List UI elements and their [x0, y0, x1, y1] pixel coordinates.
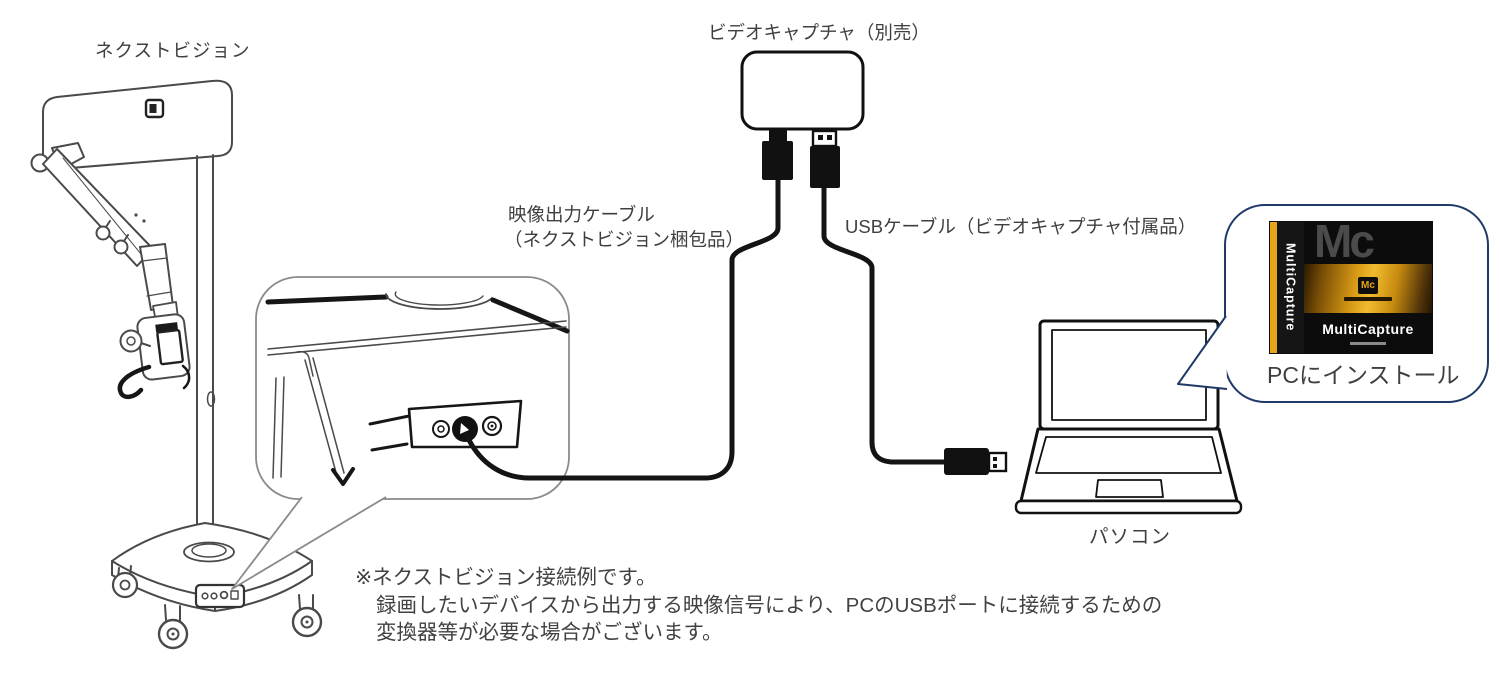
software-box-face: Mc Mc MultiCapture [1304, 222, 1432, 353]
camera-handle [117, 364, 152, 400]
usb-plug-to-pc [944, 448, 1008, 475]
arm-forearm [139, 243, 174, 311]
arm-knob-2 [113, 239, 129, 255]
software-box-spine-text: MultiCapture [1283, 243, 1298, 332]
lens-stem [140, 342, 151, 347]
laptop-bottom-strip [1014, 499, 1243, 515]
camera-screen [156, 328, 184, 366]
footnote-line3: 変換器等が必要な場合がございます。 [376, 621, 723, 644]
software-badge-caption-bar [1344, 296, 1392, 301]
laptop-keyboard [1035, 436, 1222, 474]
video-output-cable [463, 176, 781, 481]
laptop-trackpad [1095, 479, 1164, 498]
device-label: ネクストビジョン [95, 40, 251, 61]
laptop-screen-inner [1051, 329, 1207, 421]
install-on-pc-label: PCにインストール [1267, 362, 1460, 388]
usb-plug-top-body [810, 146, 840, 188]
install-callout-tail [1177, 315, 1228, 390]
arm-upper-highlight [62, 157, 146, 260]
software-box-title: MultiCapture [1322, 321, 1414, 337]
software-box: MultiCapture Mc Mc MultiCapture [1270, 222, 1432, 353]
base-caster-front-right [291, 594, 323, 638]
video-cable-label-line1: 映像出力ケーブル [508, 204, 655, 225]
video-plug-body [762, 141, 793, 180]
magnifier-callout-tail [231, 496, 387, 590]
video-capture-device-drawing [740, 50, 865, 188]
device-pole [196, 154, 214, 546]
arm-upper [42, 148, 154, 267]
magnifier-content [265, 291, 570, 486]
software-logo-badge: Mc [1358, 276, 1378, 294]
base-connector-panel [194, 583, 246, 609]
camera-hook [181, 364, 191, 390]
camera-lens-knob [119, 329, 143, 353]
video-plug-tip [769, 129, 787, 142]
arm-screw-1 [134, 213, 138, 217]
arm-knob-1 [95, 225, 111, 241]
arm-joint-lines [141, 257, 172, 297]
software-box-band: Mc [1304, 264, 1432, 313]
software-box-fineprint-bar [1350, 342, 1386, 345]
pole-screw [206, 391, 216, 407]
arm-screw-2 [142, 219, 146, 223]
nextvision-device-drawing [30, 79, 323, 650]
base-caster-back-left [111, 565, 139, 599]
video-capture-box [740, 50, 865, 131]
footnote-line2: 録画したいデバイスから出力する映像信号により、PCのUSBポートに接続するための [376, 593, 1163, 617]
base-caster-front-left [157, 604, 189, 650]
magnified-port-1 [432, 420, 450, 438]
pole-collar-inner [191, 543, 227, 558]
magnified-port-3 [481, 415, 503, 437]
software-box-yellow-stripe [1270, 222, 1277, 353]
video-cable-label-line2: （ネクストビジョン梱包品） [504, 229, 744, 250]
usb-plug-top-tip [811, 129, 838, 148]
footnote: ※ネクストビジョン接続例です。 録画したいデバイスから出力する映像信号により、P… [355, 564, 1162, 647]
magnifier-callout [231, 276, 570, 590]
device-top-bar [42, 79, 233, 171]
software-box-spine: MultiCapture [1277, 222, 1304, 353]
software-box-watermark: Mc [1314, 222, 1375, 267]
usb-cable-label: USBケーブル（ビデオキャプチャ付属品） [845, 216, 1197, 237]
usb-cable [821, 184, 947, 465]
camera-head [136, 313, 191, 381]
laptop-drawing [1014, 319, 1243, 515]
device-top-bar-button-dot [149, 104, 157, 113]
video-capture-label: ビデオキャプチャ（別売） [708, 22, 930, 43]
footnote-line1: ※ネクストビジョン接続例です。 [355, 566, 657, 589]
pc-label: パソコン [1089, 526, 1172, 548]
camera-lens-center [126, 336, 136, 346]
